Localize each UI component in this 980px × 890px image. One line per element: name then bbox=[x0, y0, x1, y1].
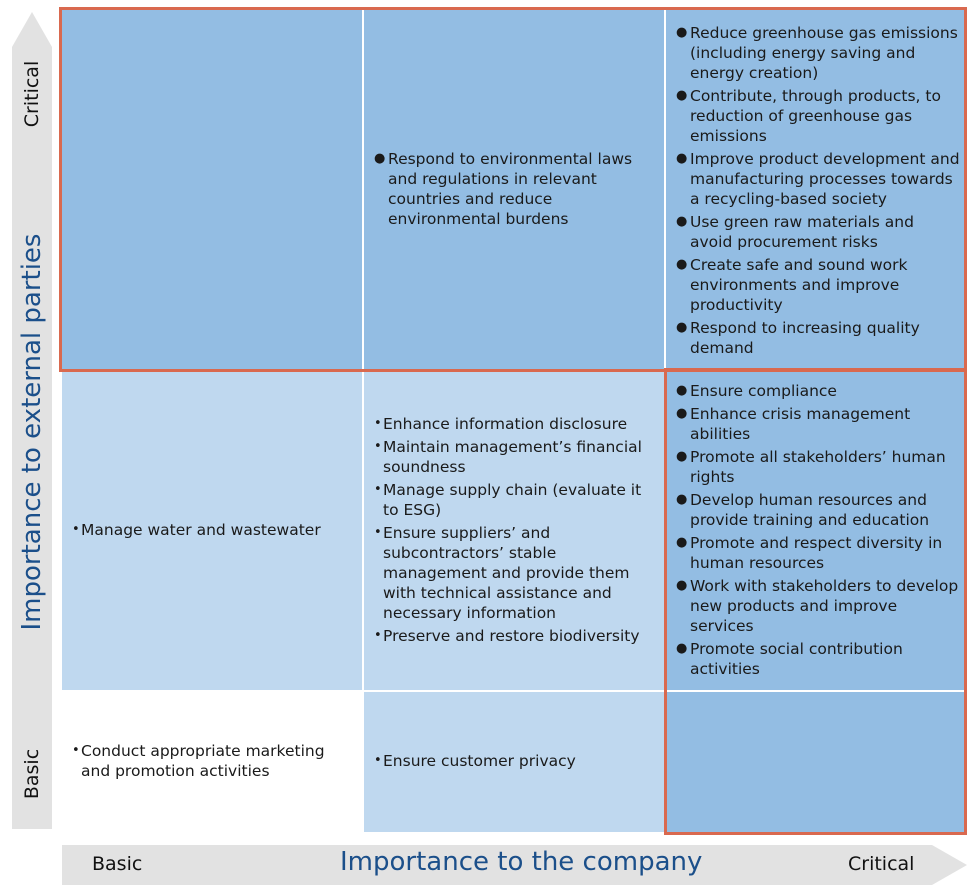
list-item: Respond to increasing quality demand bbox=[676, 318, 960, 358]
list-item: Promote and respect diversity in human r… bbox=[676, 533, 962, 573]
list-item: Create safe and sound work environments … bbox=[676, 255, 960, 315]
list-item: Manage supply chain (evaluate it to ESG) bbox=[374, 480, 654, 520]
item-list: Reduce greenhouse gas emissions (includi… bbox=[676, 23, 960, 358]
list-item: Contribute, through products, to reducti… bbox=[676, 86, 960, 146]
y-axis-arrow bbox=[12, 12, 52, 829]
cell-basic-mid: Ensure customer privacy bbox=[364, 692, 664, 832]
y-axis: Critical Importance to external parties … bbox=[12, 12, 52, 829]
list-item: Promote social contribution activities bbox=[676, 639, 962, 679]
list-item: Enhance crisis management abilities bbox=[676, 404, 962, 444]
cell-basic-basic: Conduct appropriate marketing and promot… bbox=[62, 692, 362, 832]
list-item: Ensure suppliers’ and subcontractors’ st… bbox=[374, 523, 654, 623]
y-axis-high-label: Critical bbox=[21, 60, 43, 128]
list-item: Conduct appropriate marketing and promot… bbox=[72, 741, 352, 781]
list-item: Improve product development and manufact… bbox=[676, 149, 960, 209]
x-axis-high-label: Critical bbox=[848, 853, 915, 875]
list-item: Manage water and wastewater bbox=[72, 520, 352, 540]
x-axis: Basic Importance to the company Critical bbox=[62, 845, 967, 885]
list-item: Develop human resources and provide trai… bbox=[676, 490, 962, 530]
list-item: Work with stakeholders to develop new pr… bbox=[676, 576, 962, 636]
list-item: Maintain management’s financial soundnes… bbox=[374, 437, 654, 477]
item-list: Ensure customer privacy bbox=[374, 751, 654, 774]
list-item: Preserve and restore biodiversity bbox=[374, 626, 654, 646]
cell-critical-mid: Respond to environmental laws and regula… bbox=[364, 10, 664, 370]
list-item: Reduce greenhouse gas emissions (includi… bbox=[676, 23, 960, 83]
cell-basic-critical bbox=[666, 692, 966, 832]
x-axis-title: Importance to the company bbox=[340, 847, 703, 877]
x-axis-arrow bbox=[62, 845, 967, 885]
list-item: Ensure customer privacy bbox=[374, 751, 654, 771]
list-item: Enhance information disclosure bbox=[374, 414, 654, 434]
y-axis-low-label: Basic bbox=[21, 748, 43, 800]
list-item: Ensure compliance bbox=[676, 381, 962, 401]
list-item: Use green raw materials and avoid procur… bbox=[676, 212, 960, 252]
x-axis-low-label: Basic bbox=[92, 853, 143, 875]
cell-mid-mid: Enhance information disclosure Maintain … bbox=[364, 372, 664, 690]
list-item: Promote all stakeholders’ human rights bbox=[676, 447, 962, 487]
cell-critical-critical: Reduce greenhouse gas emissions (includi… bbox=[666, 10, 966, 370]
cell-mid-basic: Manage water and wastewater bbox=[62, 372, 362, 690]
list-item: Respond to environmental laws and regula… bbox=[374, 149, 654, 229]
item-list: Ensure compliance Enhance crisis managem… bbox=[676, 381, 962, 682]
cell-critical-basic bbox=[62, 10, 362, 370]
cell-mid-critical: Ensure compliance Enhance crisis managem… bbox=[666, 372, 966, 690]
item-list: Enhance information disclosure Maintain … bbox=[374, 414, 654, 649]
y-axis-title: Importance to external parties bbox=[17, 233, 47, 631]
item-list: Conduct appropriate marketing and promot… bbox=[72, 741, 352, 784]
item-list: Respond to environmental laws and regula… bbox=[374, 149, 654, 232]
item-list: Manage water and wastewater bbox=[72, 520, 352, 543]
